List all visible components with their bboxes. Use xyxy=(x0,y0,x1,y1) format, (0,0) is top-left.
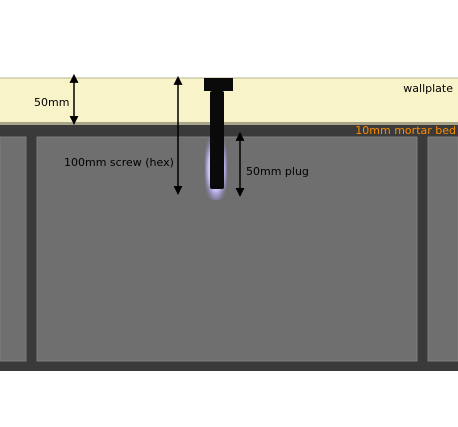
block-right xyxy=(427,136,458,362)
wallplate-label: wallplate xyxy=(403,82,453,95)
screw-length-label: 100mm screw (hex) xyxy=(64,156,174,169)
block-left xyxy=(0,136,27,362)
mortar-bed-label: 10mm mortar bed xyxy=(355,124,456,137)
screw-shank xyxy=(210,91,224,189)
wallplate-thickness-label: 50mm xyxy=(34,96,69,109)
screw-head xyxy=(204,78,233,91)
wallplate-bottom-shadow xyxy=(0,122,458,125)
plug-length-label: 50mm plug xyxy=(246,165,309,178)
screw xyxy=(204,78,233,189)
